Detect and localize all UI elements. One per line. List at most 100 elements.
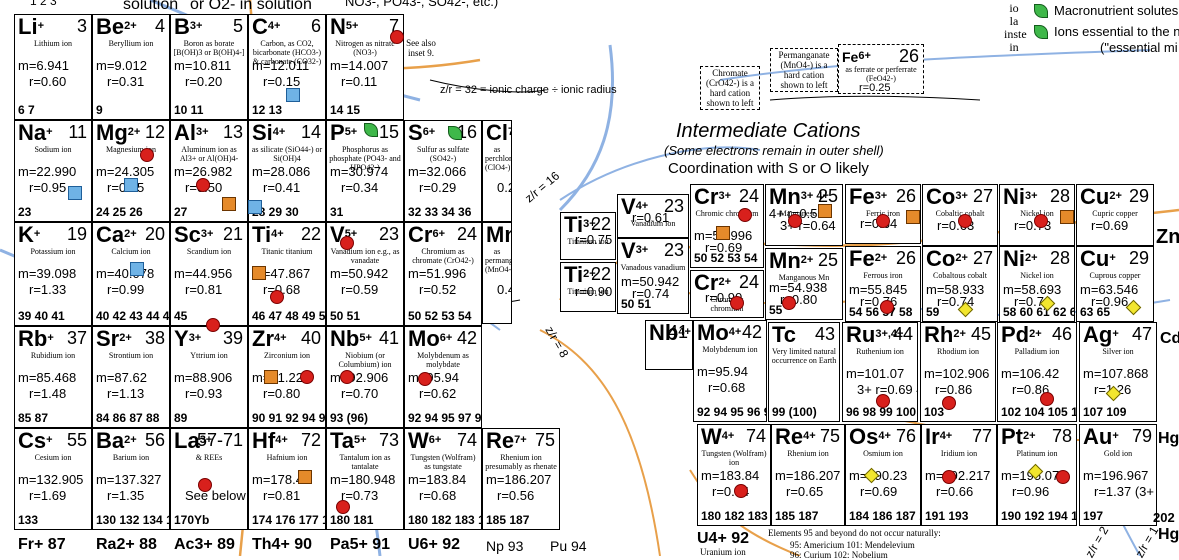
contour-label-z2: z/r = 2 bbox=[1082, 523, 1112, 560]
inter-cell-ru-isotopes: 96 98 99 100 101 102 104 bbox=[846, 405, 917, 419]
inter-cell-cr-ion-name: Chromous chromium bbox=[710, 295, 744, 313]
intermediate-title: Intermediate Cations bbox=[676, 120, 861, 142]
red-circle-icon bbox=[958, 214, 972, 228]
orange-square-icon bbox=[222, 197, 236, 211]
inter-cell-mn-isotopes: 55 bbox=[769, 303, 783, 317]
inter-cell-mo-symbol: Mo4+ bbox=[697, 320, 742, 345]
inter-cell-ru-mass: m=101.07 bbox=[846, 366, 905, 381]
inter-cell-au-mass: m=196.967 bbox=[1083, 468, 1149, 483]
ion-cell-b-3p-mass: m=10.811 bbox=[174, 58, 232, 73]
ion-cell-be-2p-symbol: Be2+ bbox=[96, 14, 137, 39]
ion-cell-w-6p-ion-name: Tungsten (Wolfram) as tungstate bbox=[410, 453, 476, 471]
inter-cell-mo-radius: r=0.68 bbox=[708, 380, 746, 395]
ion-cell-ca-2p-mass: m=40.078 bbox=[96, 266, 155, 281]
ion-cell-rb-p-ion-name: Rubidium ion bbox=[30, 351, 76, 360]
intermediate-subtitle: (Some electrons remain in outer shell) bbox=[664, 143, 884, 158]
ion-cell-cr-6p-atomic-number: 24 bbox=[456, 224, 477, 244]
inter-cell-cu-atomic-number: 29 bbox=[1128, 248, 1149, 268]
ion-cell-w-6p-mass: m=183.84 bbox=[408, 472, 467, 487]
blue-square-icon bbox=[248, 200, 262, 214]
legend-ions-essential: Ions essential to the nu bbox=[1054, 24, 1179, 39]
inter-cell-v-isotopes: 50 51 bbox=[621, 297, 652, 311]
ion-cell-ca-2p-symbol: Ca2+ bbox=[96, 222, 137, 247]
bottom-pa: Pa5+ 91 bbox=[330, 536, 391, 553]
ion-cell-v-5p-mass: m=50.942 bbox=[330, 266, 389, 281]
inter-cell-pd-ion-name: Palladium ion bbox=[1014, 347, 1060, 356]
inter-cell-cu-ion-name: Cuprous copper bbox=[1089, 271, 1141, 280]
ion-cell-la-3p-radius: See below bbox=[185, 488, 246, 503]
ion-cell-zr-4p-symbol: Zr4+ bbox=[252, 326, 287, 351]
inter-cell-mn-atomic-number: 25 bbox=[817, 250, 838, 270]
ion-cell-s-6p-radius: r=0.29 bbox=[419, 180, 457, 195]
ion-cell-mn-7p-symbol: Mn7+ bbox=[486, 222, 511, 247]
ion-cell-mo-6p-isotopes: 92 94 95 97 96 98 100 bbox=[408, 411, 482, 425]
ion-cell-sr-2p-ion-name: Strontium ion bbox=[108, 351, 154, 360]
ion-cell-re-7p-ion-name: Rhenium ion presumably as rhenate bbox=[485, 453, 557, 471]
ion-cell-ti-4p-atomic-number: 22 bbox=[300, 224, 321, 244]
inter-cell-tc-symbol: Tc bbox=[772, 322, 797, 347]
ion-cell-si-4p-radius: r=0.41 bbox=[263, 180, 301, 195]
ion-cell-re-7p-mass: m=186.207 bbox=[486, 472, 552, 487]
inter-cell-re-isotopes: 185 187 bbox=[775, 509, 819, 523]
blue-square-icon bbox=[124, 178, 138, 192]
ion-cell-rb-p-radius: r=1.48 bbox=[29, 386, 67, 401]
inter-cell-os-radius: r=0.69 bbox=[860, 484, 898, 499]
ion-cell-cs-p-mass: m=132.905 bbox=[18, 472, 84, 487]
inter-cell-ti-symbol: Ti2+ bbox=[564, 262, 596, 287]
inter-cell-ir-symbol: Ir4+ bbox=[925, 424, 953, 449]
inter-cell-v-symbol: V4+ bbox=[621, 194, 649, 219]
ion-cell-mg-2p-isotopes: 24 25 26 bbox=[96, 205, 143, 219]
ion-cell-li-p-mass: m=6.941 bbox=[18, 58, 69, 73]
ion-cell-b-3p-isotopes: 10 11 bbox=[174, 103, 204, 117]
blue-square-icon bbox=[68, 186, 82, 200]
ion-cell-sc-3p-radius: r=0.81 bbox=[185, 282, 223, 297]
ion-cell-li-p-symbol: Li+ bbox=[18, 14, 44, 39]
ion-cell-s-6p-mass: m=32.066 bbox=[408, 164, 467, 179]
permanganate-note: Permanganate (MnO4-) is a hard cation sh… bbox=[770, 48, 838, 92]
orange-square-icon bbox=[818, 204, 832, 218]
right-fragment-cd: Cd bbox=[1160, 330, 1179, 347]
ion-cell-al-3p-ion-name: Aluminum ion as Al3+ or Al(OH)4- bbox=[179, 145, 239, 163]
ion-cell-rb-p-symbol: Rb+ bbox=[18, 326, 54, 351]
ion-cell-mg-2p-mass: m=24.305 bbox=[96, 164, 155, 179]
ion-cell-y-3p-radius: r=0.93 bbox=[185, 386, 223, 401]
inter-cell-cu-ion-name: Cupric copper bbox=[1092, 209, 1138, 218]
inter-cell-pd-atomic-number: 46 bbox=[1051, 324, 1072, 344]
ion-cell-y-3p-atomic-number: 39 bbox=[222, 328, 243, 348]
inter-cell-tc-atomic-number: 43 bbox=[814, 324, 835, 344]
top-fragment-solution: solution bbox=[123, 0, 179, 13]
ion-cell-y-3p-ion-name: Yttrium ion bbox=[190, 351, 228, 360]
contour-label-z1: z/r = 1 bbox=[1132, 523, 1162, 560]
inter-cell-fe-ion-name: Ferrous iron bbox=[863, 271, 903, 280]
bottom-th: Th4+ 90 bbox=[252, 536, 313, 553]
inter-cell-ir-radius: r=0.66 bbox=[936, 484, 974, 499]
bottom-u: U6+ 92 bbox=[408, 536, 461, 553]
ion-cell-na-p-atomic-number: 11 bbox=[68, 122, 87, 142]
red-circle-icon bbox=[390, 30, 404, 44]
ion-cell-c-4p-atomic-number: 6 bbox=[310, 16, 321, 36]
inter-cell-ti-atomic-number: 22 bbox=[590, 264, 611, 284]
blue-square-icon bbox=[286, 88, 300, 102]
ion-cell-mo-6p-ion-name: Molybdenum as molybdate bbox=[417, 351, 469, 369]
inter-cell-ag-isotopes: 107 109 bbox=[1083, 405, 1127, 419]
bottom-americium: 95: Americium 101: Mendelevium bbox=[790, 540, 915, 550]
ion-cell-hf-4p-radius: r=0.81 bbox=[263, 488, 301, 503]
right-fragment-202: 202 bbox=[1153, 510, 1175, 525]
inter-cell-re-ion-name: Rhenium ion bbox=[787, 449, 829, 458]
ion-cell-mo-6p-symbol: Mo6+ bbox=[408, 326, 453, 351]
inter-cell-mo-atomic-number: 42 bbox=[741, 322, 762, 342]
red-circle-icon bbox=[206, 318, 220, 332]
bottom-fr: Fr+ 87 bbox=[18, 536, 66, 553]
bottom-ra: Ra2+ 88 bbox=[96, 536, 157, 553]
ion-cell-nb-5p-radius: r=0.70 bbox=[341, 386, 379, 401]
